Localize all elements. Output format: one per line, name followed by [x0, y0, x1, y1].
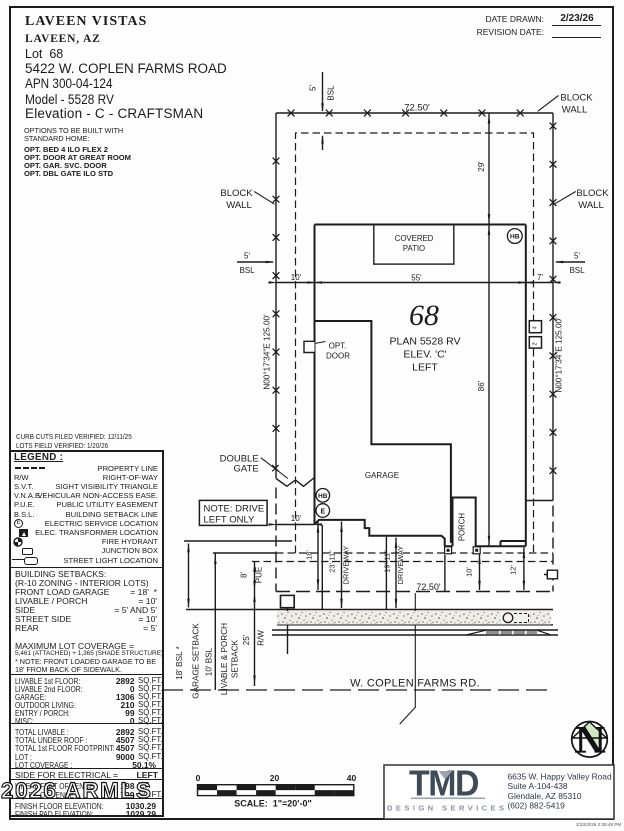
svg-text:GARAGE SETBACK: GARAGE SETBACK — [192, 623, 201, 699]
svg-text:OPT.: OPT. — [329, 342, 347, 351]
svg-text:19'-11": 19'-11" — [383, 550, 392, 573]
svg-text:R/W: R/W — [257, 630, 266, 646]
svg-text:25': 25' — [242, 634, 251, 645]
svg-text:68: 68 — [409, 299, 439, 332]
svg-text:10': 10' — [291, 273, 302, 282]
svg-text:N00°17'34"E 125.00': N00°17'34"E 125.00' — [555, 317, 564, 393]
svg-text:SETBACK: SETBACK — [231, 639, 240, 678]
svg-text:0: 0 — [196, 773, 201, 783]
svg-text:(602) 882-5419: (602) 882-5419 — [508, 801, 566, 811]
svg-text:BSL: BSL — [327, 85, 336, 101]
svg-text:5': 5' — [309, 85, 318, 91]
svg-text:6635 W. Happy Valley Road: 6635 W. Happy Valley Road — [508, 772, 612, 782]
svg-text:23'-11": 23'-11" — [328, 550, 337, 573]
svg-text:20: 20 — [270, 773, 280, 783]
svg-text:BLOCK: BLOCK — [560, 93, 593, 104]
svg-text:10': 10' — [465, 567, 474, 577]
svg-text:PLAN 5528 RV: PLAN 5528 RV — [389, 336, 460, 348]
svg-text:WALL: WALL — [562, 105, 588, 116]
svg-text:86': 86' — [477, 380, 486, 391]
svg-text:LIVABLE & PORCH: LIVABLE & PORCH — [220, 623, 229, 695]
svg-text:NOTE: DRIVE: NOTE: DRIVE — [204, 504, 265, 515]
svg-text:Suite A-104-438: Suite A-104-438 — [508, 781, 568, 791]
svg-text:72.50': 72.50' — [416, 582, 441, 592]
svg-text:4': 4' — [533, 326, 539, 330]
svg-text:ELEV. 'C': ELEV. 'C' — [403, 349, 446, 361]
svg-text:LEFT ONLY: LEFT ONLY — [204, 515, 256, 526]
svg-text:N00°17'34"E 125.00': N00°17'34"E 125.00' — [263, 314, 272, 390]
svg-text:5': 5' — [574, 252, 580, 261]
svg-text:29': 29' — [477, 161, 486, 172]
svg-text:10' BSL: 10' BSL — [205, 647, 214, 676]
svg-text:PORCH: PORCH — [458, 513, 467, 541]
svg-text:DRIVEWAY: DRIVEWAY — [396, 546, 405, 585]
svg-text:W. COPLEN FARMS RD.: W. COPLEN FARMS RD. — [350, 678, 480, 690]
svg-text:E: E — [320, 509, 325, 516]
svg-text:BSL: BSL — [239, 266, 255, 275]
svg-text:72.50': 72.50' — [404, 103, 430, 114]
svg-text:SCALE: 1"=20'-0": SCALE: 1"=20'-0" — [234, 799, 311, 809]
svg-text:GATE: GATE — [234, 464, 259, 475]
svg-text:8': 8' — [240, 572, 249, 578]
svg-text:BLOCK: BLOCK — [576, 188, 609, 199]
svg-text:WALL: WALL — [226, 200, 252, 211]
svg-text:COVERED: COVERED — [395, 234, 434, 243]
svg-text:BLOCK: BLOCK — [220, 188, 253, 199]
svg-text:DRIVEWAY: DRIVEWAY — [342, 546, 351, 585]
svg-text:10': 10' — [291, 514, 302, 523]
svg-text:HB: HB — [318, 493, 328, 500]
svg-text:LEFT: LEFT — [412, 362, 438, 374]
svg-text:18': 18' — [305, 550, 314, 560]
svg-text:DOUBLE: DOUBLE — [220, 454, 259, 465]
svg-text:DESIGN SERVICES: DESIGN SERVICES — [387, 804, 508, 813]
svg-text:TMD: TMD — [409, 764, 478, 804]
svg-text:12': 12' — [509, 565, 518, 575]
svg-text:55': 55' — [411, 274, 422, 283]
svg-text:GARAGE: GARAGE — [365, 471, 399, 480]
svg-text:18' BSL *: 18' BSL * — [175, 645, 184, 679]
svg-text:HB: HB — [510, 234, 520, 241]
svg-text:5': 5' — [244, 252, 250, 261]
svg-text:40: 40 — [347, 773, 357, 783]
svg-text:7': 7' — [537, 273, 543, 282]
svg-text:PUE: PUE — [255, 567, 264, 583]
svg-text:DOOR: DOOR — [326, 352, 350, 361]
svg-text:BSL: BSL — [569, 266, 585, 275]
svg-text:Glendale, AZ 85310: Glendale, AZ 85310 — [508, 791, 582, 801]
svg-text:PATIO: PATIO — [403, 244, 425, 253]
svg-text:WALL: WALL — [578, 200, 604, 211]
svg-text:2': 2' — [533, 342, 539, 346]
